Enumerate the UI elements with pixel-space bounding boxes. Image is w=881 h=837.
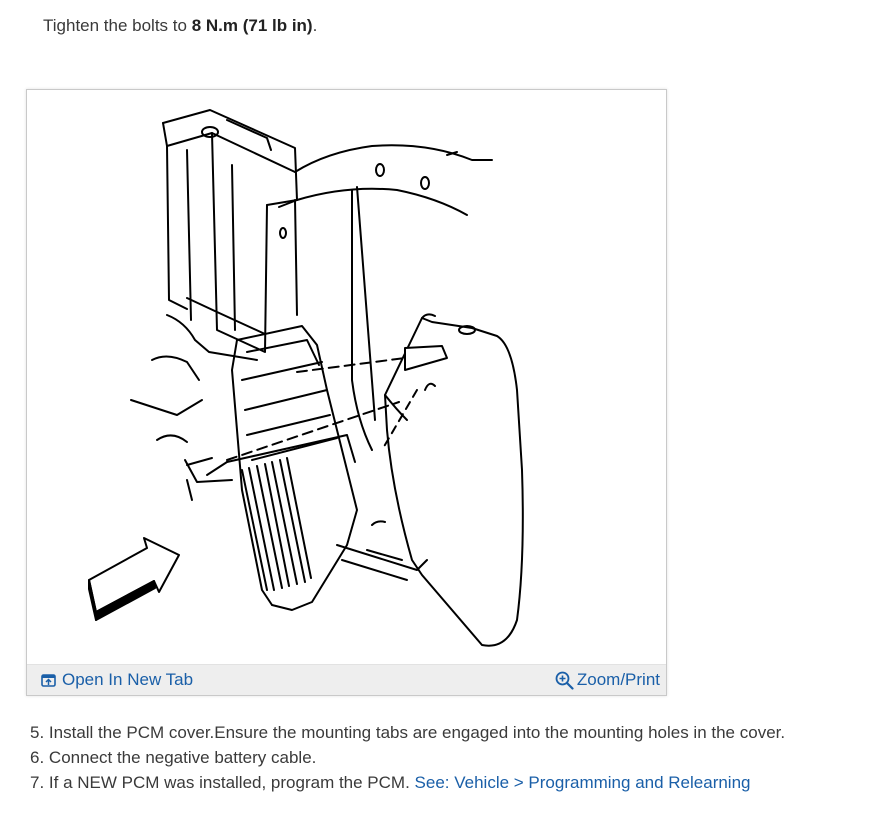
programming-relearning-link[interactable]: See: Vehicle > Programming and Relearnin… [414,773,751,792]
figure-toolbar: Open In New Tab Zoom/Print [27,664,666,695]
step-number: 7. [30,773,45,792]
zoom-in-icon [555,671,574,690]
step-text: Install the PCM cover.Ensure the mountin… [48,723,786,742]
step-number: 6. [30,748,45,767]
step-6: 6. Connect the negative battery cable. [30,745,785,770]
step-text: Connect the negative battery cable. [48,748,317,767]
torque-prefix: Tighten the bolts to [43,16,192,35]
torque-suffix: . [312,16,318,35]
procedure-steps: 5. Install the PCM cover.Ensure the moun… [30,720,785,795]
zoom-print-link[interactable]: Zoom/Print [555,670,660,690]
step-7: 7. If a NEW PCM was installed, program t… [30,770,785,795]
torque-value: 8 N.m (71 lb in) [191,16,313,35]
figure-container: Open In New Tab Zoom/Print [26,89,667,696]
zoom-print-label: Zoom/Print [576,670,660,689]
pcm-cover-diagram[interactable] [27,90,666,665]
open-in-new-tab-link[interactable]: Open In New Tab [41,670,193,690]
open-in-new-tab-label: Open In New Tab [62,670,194,689]
step-text: If a NEW PCM was installed, program the … [48,773,410,792]
step-5: 5. Install the PCM cover.Ensure the moun… [30,720,785,745]
step-number: 5. [30,723,45,742]
torque-instruction: Tighten the bolts to 8 N.m (71 lb in). [43,16,317,36]
open-in-new-tab-icon [41,673,56,687]
